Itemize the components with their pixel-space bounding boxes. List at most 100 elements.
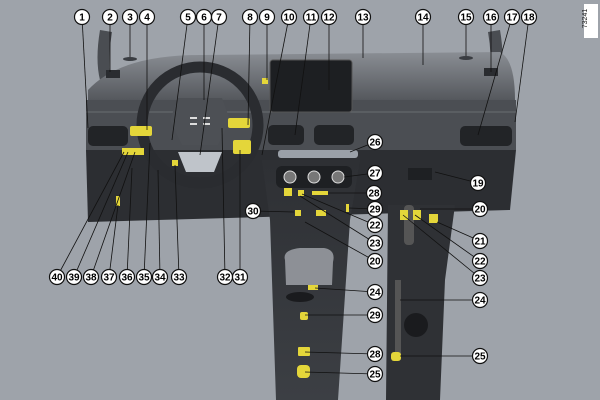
callout-28: 28: [365, 184, 383, 202]
leader-line: [108, 204, 119, 278]
callout-number: 13: [357, 13, 369, 24]
callout-number: 4: [144, 13, 150, 24]
callout-28: 28: [366, 345, 384, 363]
callout-circle: [457, 8, 475, 26]
callout-24: 24: [366, 283, 384, 301]
speaker-left: [123, 57, 137, 61]
leader-line: [143, 142, 151, 278]
steering-hub: [170, 98, 230, 145]
callout-29: 29: [366, 200, 384, 218]
callout-circle: [100, 268, 118, 286]
callout-35: 35: [135, 268, 153, 286]
figure-id: 73241: [582, 4, 598, 38]
leader-line: [73, 151, 129, 278]
callout-number: 6: [201, 13, 207, 24]
callout-33: 33: [170, 268, 188, 286]
cup-holder: [404, 313, 428, 337]
callout-circle: [366, 133, 384, 151]
callout-number: 34: [154, 273, 166, 284]
callout-12: 12: [320, 8, 338, 26]
callout-19: 19: [469, 174, 487, 192]
callout-25: 25: [471, 347, 489, 365]
callout-number: 17: [506, 13, 518, 24]
callout-number: 12: [323, 13, 335, 24]
callout-circle: [471, 200, 489, 218]
leader-line: [90, 151, 136, 278]
hazard-switch-strip: [278, 150, 358, 158]
callout-31: 31: [231, 268, 249, 286]
handbrake: [395, 280, 401, 360]
callout-number: 25: [369, 370, 381, 381]
callout-number: 37: [103, 273, 115, 284]
callout-8: 8: [241, 8, 259, 26]
callout-15: 15: [457, 8, 475, 26]
leader-line: [314, 287, 376, 293]
leader-line: [157, 169, 161, 278]
leader-line: [261, 16, 290, 156]
center-vent-left: [268, 125, 304, 145]
callout-17: 17: [503, 8, 521, 26]
steering-wheel: [136, 61, 264, 189]
callout-circle: [366, 216, 384, 234]
callout-10: 10: [280, 8, 298, 26]
figure-id-text: 73241: [582, 8, 590, 29]
callout-circle: [82, 268, 100, 286]
callout-circle: [469, 174, 487, 192]
callout-18: 18: [520, 8, 538, 26]
callout-4: 4: [138, 8, 156, 26]
callout-25: 25: [366, 365, 384, 383]
leader-line: [221, 127, 226, 278]
callout-circle: [471, 232, 489, 250]
callout-20: 20: [366, 252, 384, 270]
callout-30: 30: [244, 202, 262, 220]
callout-number: 18: [523, 13, 535, 24]
callout-number: 21: [474, 237, 486, 248]
callout-circle: [471, 347, 489, 365]
leader-lines: [56, 16, 530, 375]
leader-line: [304, 371, 376, 375]
callout-circle: [354, 8, 372, 26]
callout-40: 40: [48, 268, 66, 286]
callout-circle: [151, 268, 169, 286]
callout-37: 37: [100, 268, 118, 286]
right-vent: [460, 126, 512, 146]
callout-circle: [280, 8, 298, 26]
callout-3: 3: [121, 8, 139, 26]
leader-line: [299, 195, 376, 244]
callout-circle: [48, 268, 66, 286]
callout-number: 33: [173, 273, 185, 284]
glovebox-handle: [408, 168, 432, 180]
callout-number: 39: [68, 273, 80, 284]
callout-16: 16: [482, 8, 500, 26]
callout-circle: [366, 345, 384, 363]
callout-circle: [366, 164, 384, 182]
callout-number: 38: [85, 273, 97, 284]
callout-23: 23: [471, 269, 489, 287]
callout-circle: [241, 8, 259, 26]
callout-27: 27: [366, 164, 384, 182]
callout-number: 24: [369, 288, 381, 299]
callout-circle: [482, 8, 500, 26]
callout-14: 14: [414, 8, 432, 26]
callout-circle: [366, 365, 384, 383]
callout-number: 20: [474, 205, 486, 216]
callout-number: 35: [138, 273, 150, 284]
callout-7: 7: [210, 8, 228, 26]
callout-6: 6: [195, 8, 213, 26]
callout-number: 15: [460, 13, 472, 24]
leader-line: [304, 351, 376, 355]
callout-number: 32: [219, 273, 231, 284]
callout-number: 23: [474, 274, 486, 285]
callout-38: 38: [82, 268, 100, 286]
callout-circle: [503, 8, 521, 26]
callout-circle: [471, 269, 489, 287]
callout-circle: [138, 8, 156, 26]
callout-circle: [414, 8, 432, 26]
callout-number: 36: [121, 273, 133, 284]
callout-number: 16: [485, 13, 497, 24]
callout-circle: [365, 184, 383, 202]
callout-number: 31: [234, 273, 246, 284]
callout-circle: [101, 8, 119, 26]
callout-circle: [366, 283, 384, 301]
